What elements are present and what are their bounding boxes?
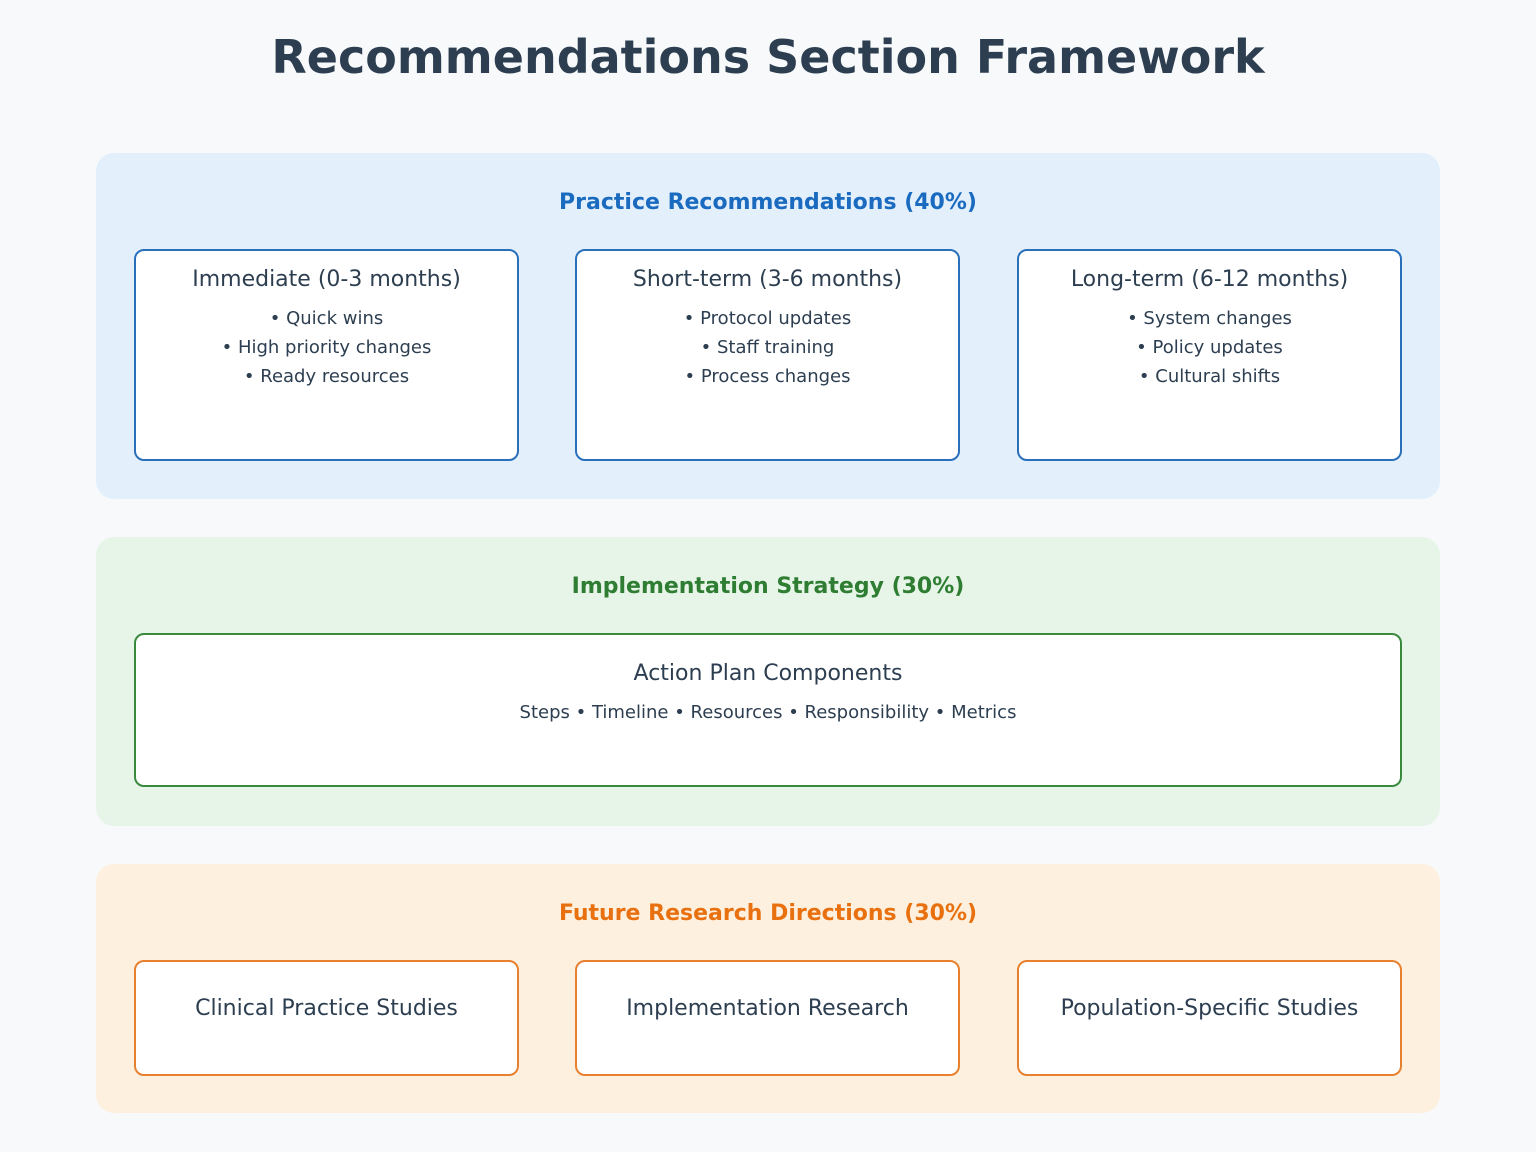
list-item: • Policy updates <box>1136 337 1283 358</box>
list-item: • System changes <box>1127 308 1292 329</box>
section-title: Future Research Directions (30%) <box>558 901 978 926</box>
immediate-box: Immediate (0-3 months) • Quick wins • Hi… <box>134 249 519 461</box>
components-list: Steps • Timeline • Resources • Responsib… <box>519 702 1017 723</box>
list-item: • Staff training <box>700 337 835 358</box>
list-item: • Process changes <box>684 366 851 387</box>
list-item: • Cultural shifts <box>1138 366 1281 387</box>
population-specific-studies-box: Population-Specific Studies <box>1017 960 1402 1076</box>
list-item: • Quick wins <box>269 308 384 329</box>
box-title: Short-term (3-6 months) <box>632 267 903 292</box>
practice-recommendations-section: Practice Recommendations (40%) Immediate… <box>96 153 1440 499</box>
list-item: • Ready resources <box>243 366 410 387</box>
short-term-box: Short-term (3-6 months) • Protocol updat… <box>575 249 960 461</box>
implementation-research-box: Implementation Research <box>575 960 960 1076</box>
list-item: • High priority changes <box>221 337 432 358</box>
implementation-strategy-section: Implementation Strategy (30%) Action Pla… <box>96 537 1440 826</box>
clinical-practice-studies-box: Clinical Practice Studies <box>134 960 519 1076</box>
page-title: Recommendations Section Framework <box>271 30 1265 84</box>
long-term-box: Long-term (6-12 months) • System changes… <box>1017 249 1402 461</box>
list-item: • Protocol updates <box>683 308 852 329</box>
action-plan-box: Action Plan Components Steps • Timeline … <box>134 633 1402 787</box>
future-research-section: Future Research Directions (30%) Clinica… <box>96 864 1440 1113</box>
box-title: Action Plan Components <box>633 661 903 686</box>
box-title: Immediate (0-3 months) <box>192 267 461 292</box>
box-title: Implementation Research <box>626 996 909 1021</box>
section-title: Implementation Strategy (30%) <box>571 574 965 599</box>
section-title: Practice Recommendations (40%) <box>559 190 977 215</box>
box-title: Clinical Practice Studies <box>195 996 458 1021</box>
box-title: Long-term (6-12 months) <box>1070 267 1349 292</box>
box-title: Population-Specific Studies <box>1060 996 1359 1021</box>
